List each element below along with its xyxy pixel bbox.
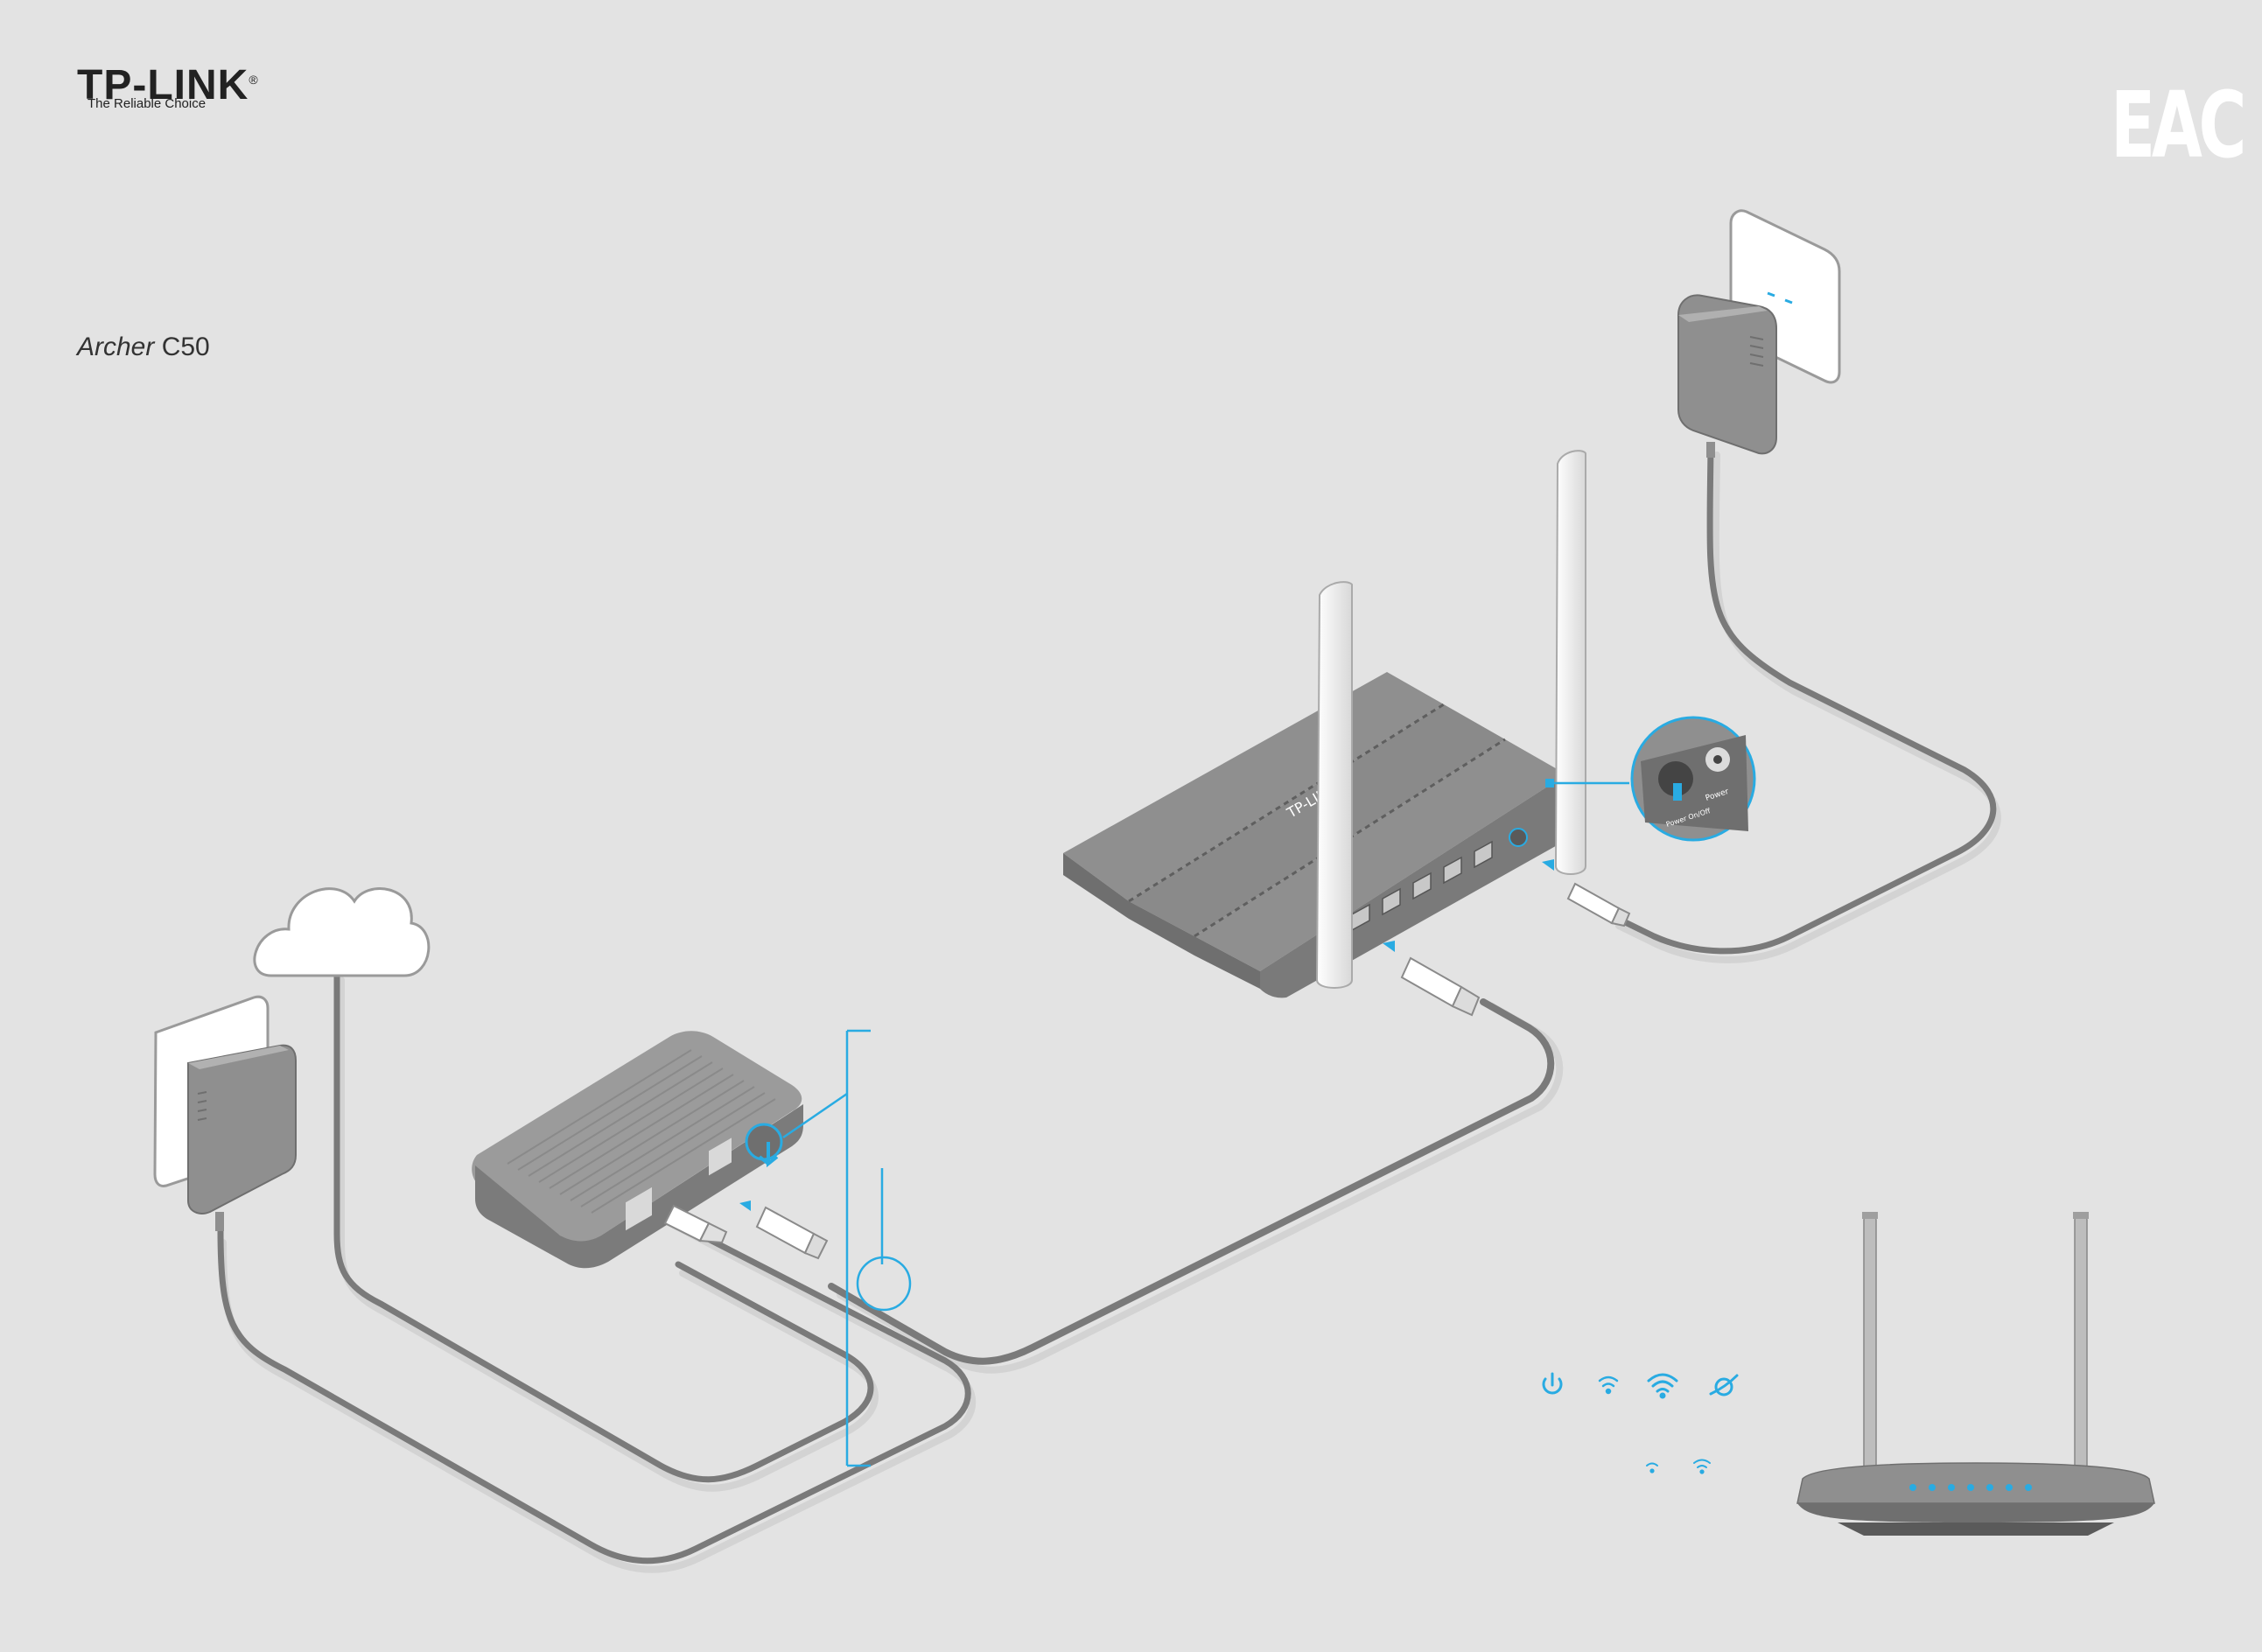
arrow-icon <box>1383 941 1395 952</box>
router-ethernet-plug <box>1383 941 1481 1017</box>
modem-power-plug <box>663 1204 728 1244</box>
model-name: Archer C50 <box>77 332 210 362</box>
router: TP-LINK <box>1063 672 1566 998</box>
modem-ethernet-plug <box>739 1200 829 1260</box>
model-series: Archer <box>77 332 155 361</box>
model-number: C50 <box>161 332 210 361</box>
internet-cloud <box>253 887 431 977</box>
ethernet-cable <box>828 998 1555 1365</box>
front-antenna-right <box>2074 1215 2088 1480</box>
brand-tagline: The Reliable Choice <box>88 96 207 111</box>
modem-power-adapter <box>187 1044 297 1231</box>
arrow-icon <box>1542 859 1554 871</box>
eac-certification-mark: EAC <box>2111 72 2246 178</box>
brand-logo: TP-LINK® <box>77 61 259 109</box>
arrow-icon <box>739 1200 751 1211</box>
modem-power-cable <box>217 1211 971 1564</box>
front-antenna-left <box>1863 1215 1877 1480</box>
brand-logo-text: TP-LINK <box>77 62 249 108</box>
wifi-5g-icon <box>1647 1373 1678 1399</box>
internet-icon <box>1709 1374 1739 1396</box>
wifi-2g-icon <box>1598 1376 1619 1395</box>
router-antenna-right <box>1554 450 1586 875</box>
registered-mark: ® <box>249 73 259 87</box>
wifi-small-5g-icon <box>1693 1459 1711 1474</box>
wifi-small-2g-icon <box>1646 1462 1658 1474</box>
internet-line-cable <box>333 972 874 1483</box>
router-front-view <box>1796 1212 2155 1536</box>
power-zoom-callout: Power On/Off Power <box>1545 716 1756 842</box>
router-antenna-left <box>1315 581 1353 989</box>
router-power-cable <box>1611 443 1997 955</box>
router-power-plug <box>1542 859 1631 928</box>
led-legend <box>1542 1372 1739 1474</box>
modem-callout <box>782 1029 912 1467</box>
cables <box>217 443 2001 1573</box>
modem <box>472 1031 803 1269</box>
power-icon <box>1542 1372 1563 1395</box>
router-power-adapter <box>1677 294 1777 458</box>
